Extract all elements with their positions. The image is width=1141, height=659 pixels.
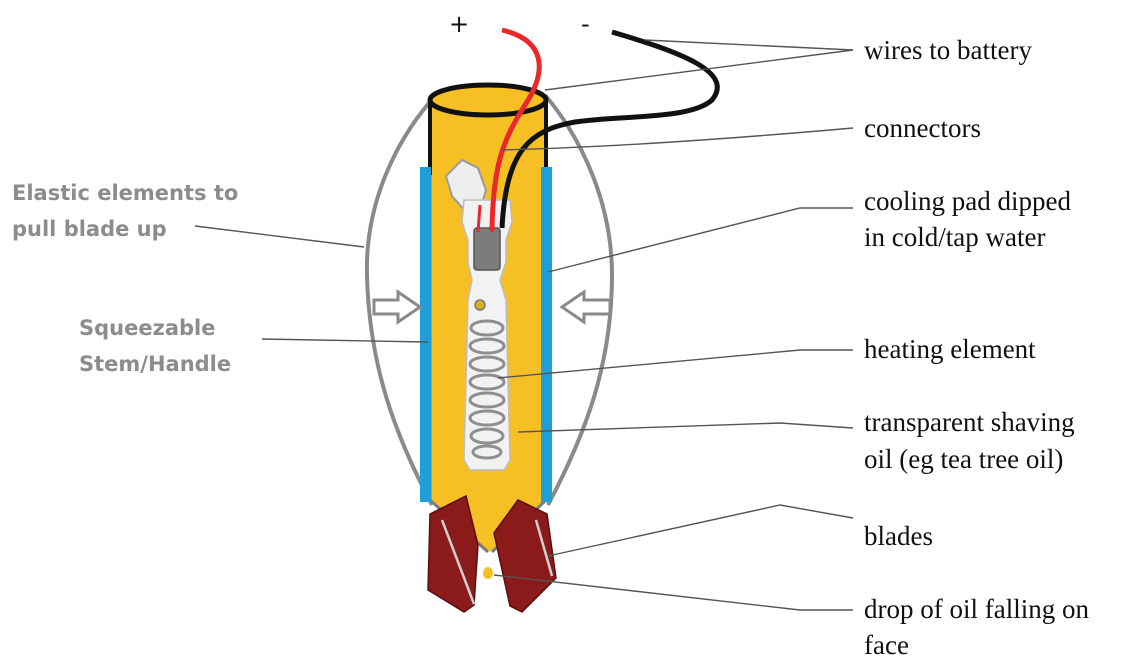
cooling-pad-left [420,167,431,502]
leader-elastic [195,226,364,247]
cooling-pad-right [541,167,552,502]
leader-wires-1 [645,40,853,50]
leader-cooling-pad [548,208,853,272]
leader-connectors [502,128,853,150]
label-elastic-line2: pull blade up [12,217,167,241]
heating-element-contact [475,300,485,310]
label-drop-line2: face [864,630,909,659]
label-shaving-oil-line2: oil (eg tea tree oil) [864,444,1063,474]
connector-sleeve [474,228,500,270]
label-connectors: connectors [864,113,981,143]
label-shaving-oil-line1: transparent shaving [864,407,1075,437]
label-heating-element: heating element [864,334,1036,364]
oil-drop [483,567,493,579]
plus-sign: + [449,10,469,38]
label-wires-to-battery: wires to battery [864,35,1032,65]
label-cooling-pad-line1: cooling pad dipped [864,186,1071,216]
minus-sign: - [581,10,590,38]
label-drop-line1: drop of oil falling on [864,594,1089,624]
leader-wires-2 [545,50,853,90]
label-cooling-pad-line2: in cold/tap water [864,222,1045,252]
leader-blades [548,505,853,556]
label-elastic-line1: Elastic elements to [12,181,238,205]
label-blades: blades [864,521,933,551]
leader-stem [262,339,428,342]
squeeze-arrow-left-icon [374,292,420,322]
label-stem-line2: Stem/Handle [79,352,231,376]
label-stem-line1: Squeezable [79,316,215,340]
squeeze-arrow-right-icon [562,292,610,322]
leader-shaving-oil [518,423,853,432]
